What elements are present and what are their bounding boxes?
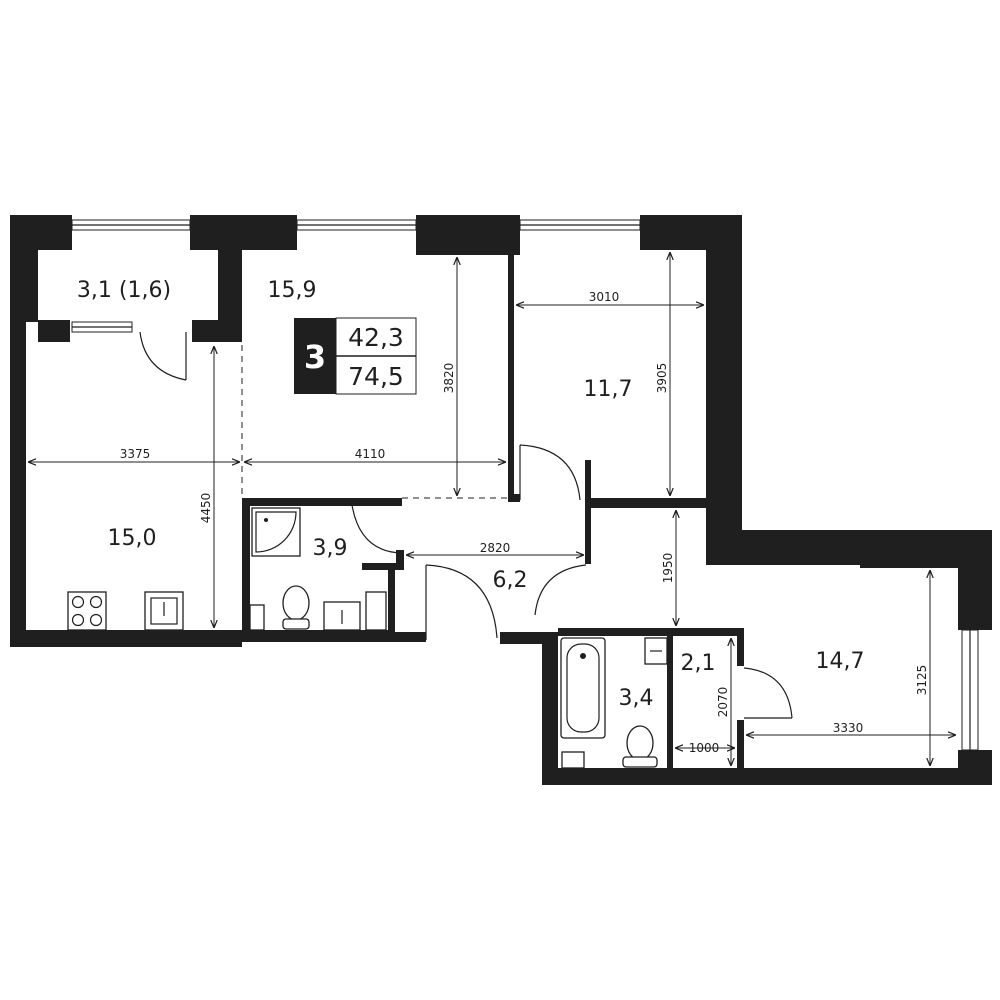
- bathtub-icon: [560, 637, 606, 739]
- dim-living-width: 4110: [355, 447, 386, 461]
- dim-wc-width: 1000: [689, 741, 720, 755]
- windows: [71, 219, 979, 751]
- toilet-icon: [282, 585, 310, 630]
- dim-corridor-length: 1950: [661, 553, 675, 584]
- room-area-bathroom-2: 3,4: [619, 686, 654, 711]
- dim-bedroom2-depth: 3125: [915, 665, 929, 696]
- room-area-hallway: 6,2: [493, 568, 528, 593]
- room-area-bedroom-1: 11,7: [584, 377, 633, 402]
- dim-bedroom1-width: 3010: [589, 290, 620, 304]
- room-area-bedroom-2: 14,7: [816, 649, 865, 674]
- total-area: 74,5: [348, 362, 404, 391]
- dimension-lines: [28, 252, 956, 766]
- wc-sink-icon: [644, 637, 668, 665]
- area-badge: 3 42,3 74,5: [294, 317, 417, 395]
- doors: [139, 331, 793, 719]
- dim-kitchen-depth: 4450: [199, 493, 213, 524]
- dim-bath2-depth: 2070: [716, 687, 730, 718]
- dim-bedroom2-width: 3330: [833, 721, 864, 735]
- kitchen-sink-icon: [144, 591, 184, 631]
- fixtures: [67, 507, 668, 769]
- living-area: 42,3: [348, 323, 404, 352]
- shower-icon: [251, 507, 301, 557]
- room-area-kitchen: 15,0: [108, 526, 157, 551]
- dim-bedroom1-depth: 3905: [655, 363, 669, 394]
- dim-living-depth: 3820: [442, 363, 456, 394]
- room-area-wc: 2,1: [681, 651, 716, 676]
- toilet-2-icon: [622, 725, 658, 768]
- stove-icon: [67, 591, 107, 631]
- room-area-living: 15,9: [268, 278, 317, 303]
- rooms-count: 3: [304, 338, 326, 376]
- room-area-balcony: 3,1 (1,6): [77, 278, 171, 303]
- bath-sink-icon: [323, 601, 361, 631]
- room-area-bathroom-1: 3,9: [313, 536, 348, 561]
- dim-hall-width: 2820: [480, 541, 511, 555]
- dim-kitchen-width: 3375: [120, 447, 151, 461]
- walls: [10, 215, 992, 785]
